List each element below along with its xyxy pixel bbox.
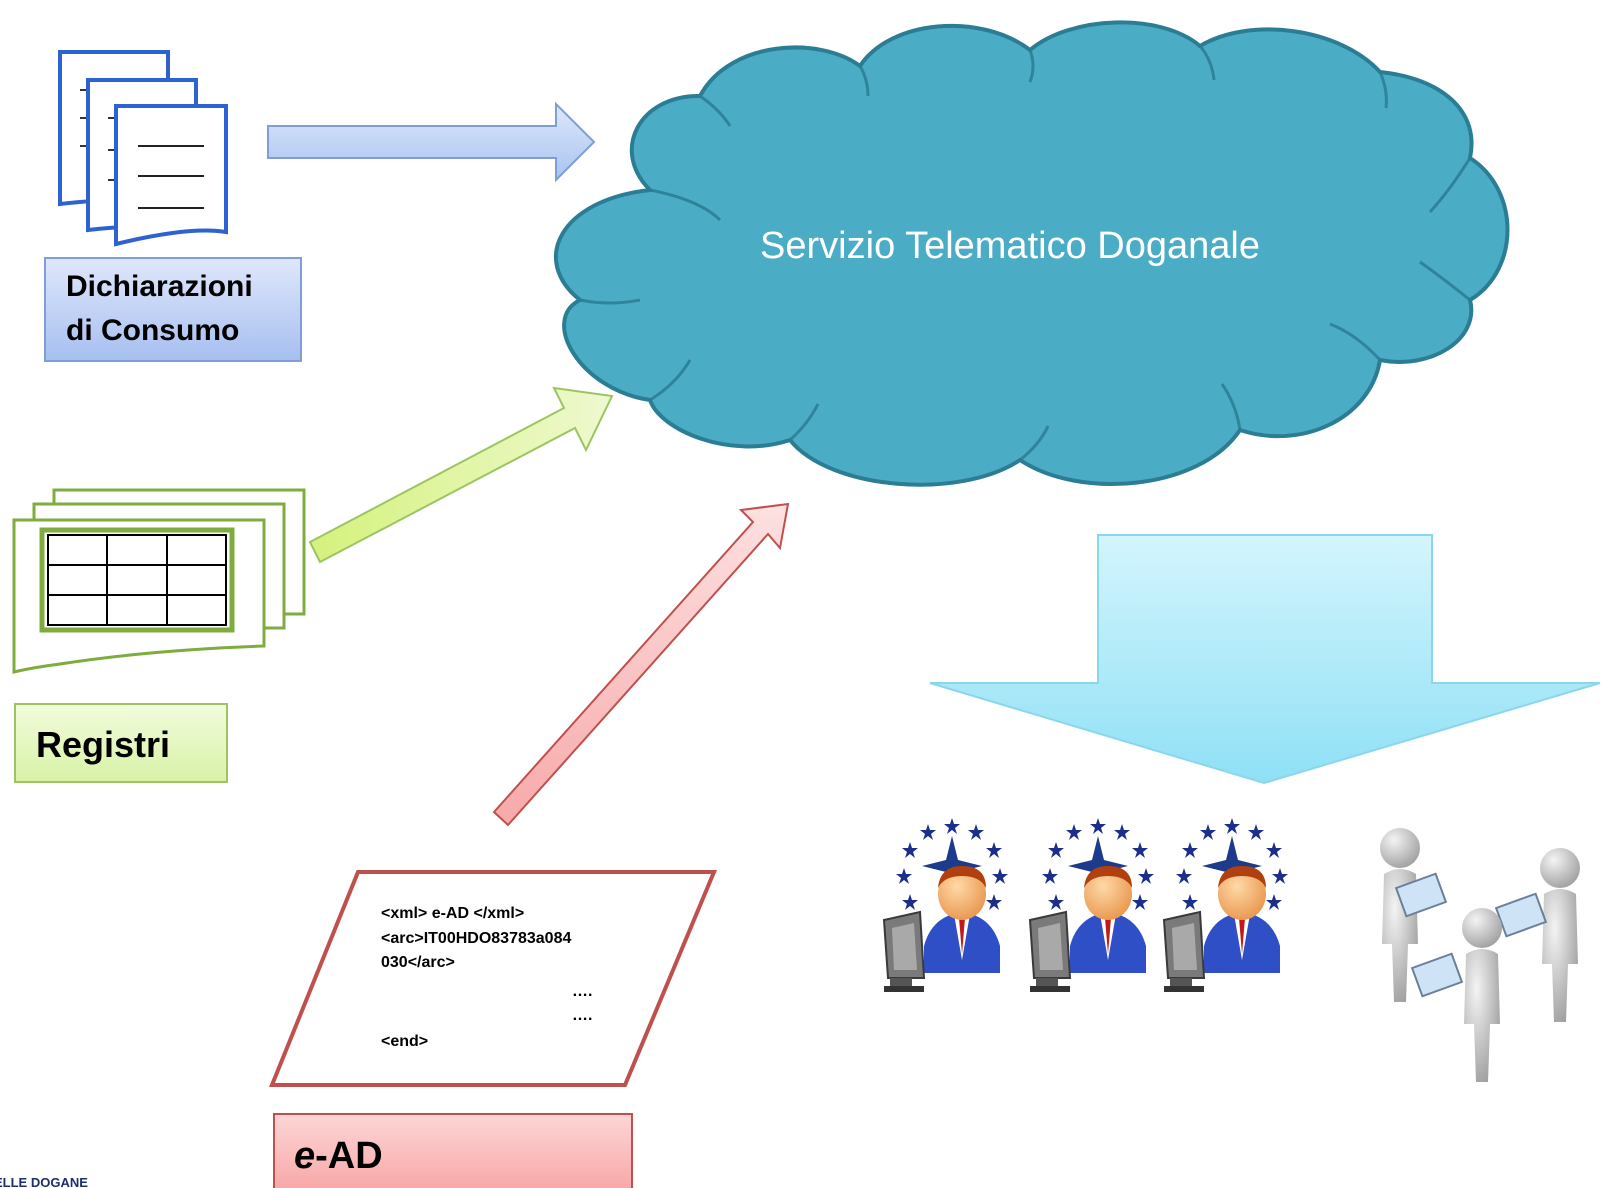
inspector-figure-icon: [1380, 828, 1448, 1002]
customs-officer-icon: [884, 818, 1008, 992]
cloud-label: Servizio Telematico Doganale: [760, 225, 1260, 267]
dichiarazioni-label-line2: di Consumo: [66, 314, 239, 347]
xml-line-4: ….: [572, 983, 592, 1000]
customs-officer-icon: [1164, 818, 1288, 992]
registri-label: Registri: [36, 724, 170, 765]
ead-label-prefix: e: [294, 1135, 315, 1177]
xml-line-3: 030</arc>: [381, 954, 455, 971]
ead-box: e-AD: [273, 1113, 633, 1188]
inspector-figure-icon: [1410, 908, 1502, 1082]
xml-line-6: <end>: [381, 1033, 428, 1050]
ead-label-suffix: -AD: [315, 1135, 383, 1177]
blue-arrow: [267, 101, 596, 183]
xml-line-1: <xml> e-AD </xml>: [381, 905, 524, 922]
registri-box: Registri: [14, 703, 228, 783]
red-arrow: [492, 502, 790, 827]
xml-document: <xml> e-AD </xml> <arc>IT00HDO83783a084 …: [269, 870, 718, 1087]
ead-label: e-AD: [294, 1135, 383, 1177]
dichiarazioni-box: Dichiarazioni di Consumo: [44, 257, 302, 362]
table-stack-icon: [12, 488, 306, 674]
document-stack-icon: [58, 50, 228, 247]
footer-logo-text: ELLE DOGANE: [0, 1175, 88, 1188]
cloud-servizio-telematico: Servizio Telematico Doganale: [553, 20, 1510, 487]
down-arrow: [929, 534, 1601, 785]
dichiarazioni-label-line1: Dichiarazioni: [66, 270, 253, 303]
xml-line-5: ….: [572, 1007, 592, 1024]
customs-officer-icon: [1030, 818, 1154, 992]
green-arrow: [308, 386, 614, 564]
inspector-figure-icon: [1494, 848, 1580, 1022]
xml-line-2: <arc>IT00HDO83783a084: [381, 930, 571, 947]
